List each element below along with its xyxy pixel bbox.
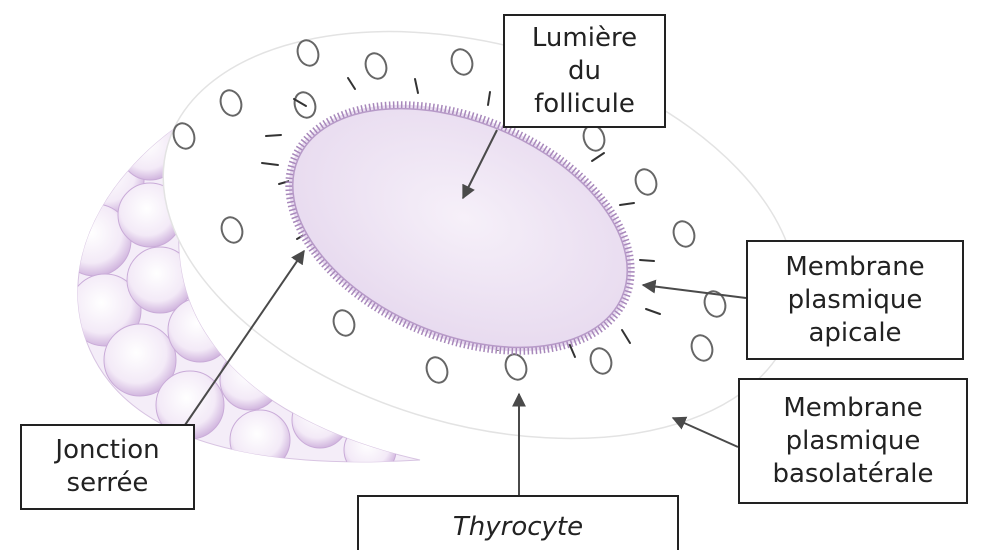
label-apicale-line3: apicale: [748, 317, 962, 350]
label-jonction-line1: Jonction: [22, 434, 193, 467]
label-lumiere-line2: du: [505, 55, 664, 88]
label-lumiere-line1: Lumière: [505, 22, 664, 55]
label-apicale-line1: Membrane: [748, 251, 962, 284]
label-lumiere-line3: follicule: [505, 88, 664, 121]
basolateral-arrow: [673, 418, 738, 447]
label-basolaterale-line2: plasmique: [740, 425, 966, 458]
label-jonction-line2: serrée: [22, 467, 193, 500]
label-basolaterale-line3: basolatérale: [740, 458, 966, 491]
label-apicale-line2: plasmique: [748, 284, 962, 317]
label-jonction-serree: Jonction serrée: [20, 424, 195, 510]
label-basolaterale-line1: Membrane: [740, 392, 966, 425]
label-membrane-plasmique-basolaterale: Membrane plasmique basolatérale: [738, 378, 968, 504]
label-thyrocyte: Thyrocyte: [357, 495, 679, 550]
label-membrane-plasmique-apicale: Membrane plasmique apicale: [746, 240, 964, 360]
label-lumiere-du-follicule: Lumière du follicule: [503, 14, 666, 128]
label-thyrocyte-line1: Thyrocyte: [359, 511, 677, 544]
